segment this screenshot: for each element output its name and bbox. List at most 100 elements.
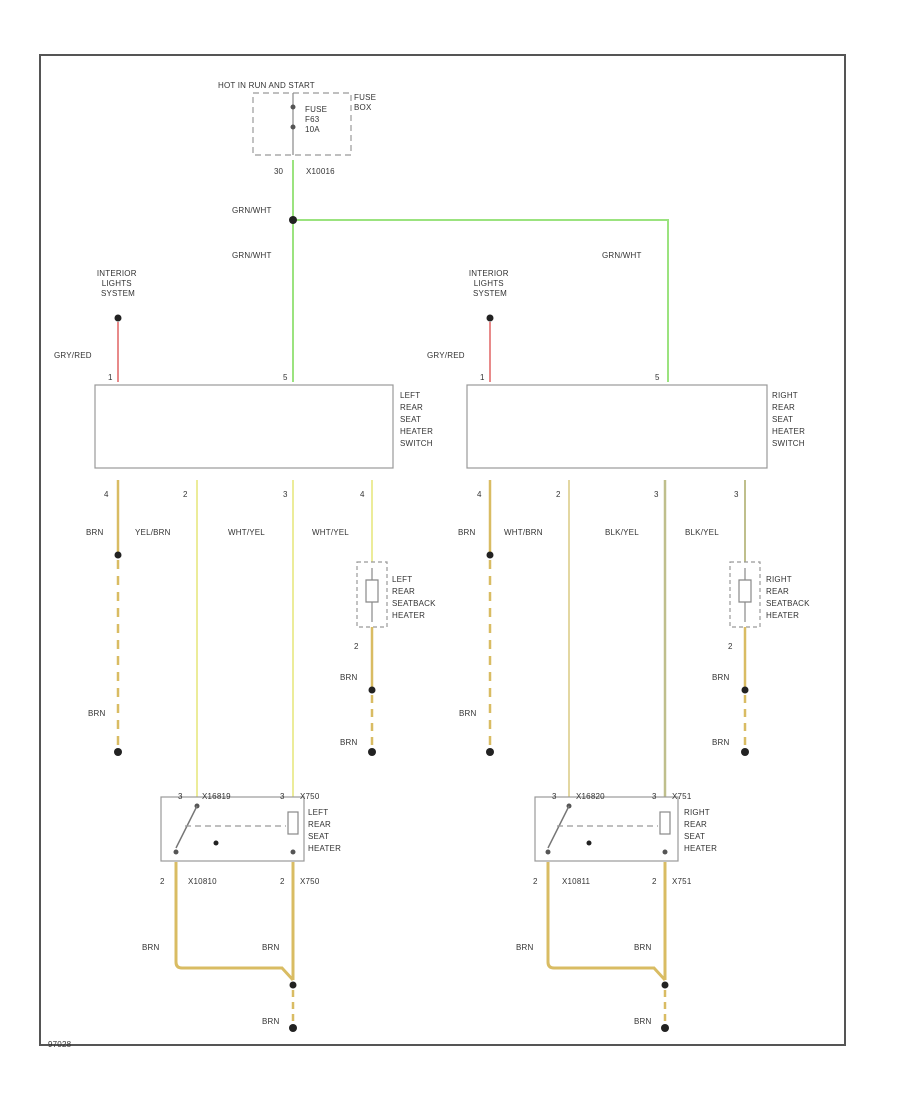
right-power-wire-label: GRN/WHT <box>602 251 642 260</box>
right-ground-splice <box>486 551 494 559</box>
left-ground-splice <box>114 551 122 559</box>
left-seatback-ground-point <box>368 748 376 756</box>
right-system-line2: LIGHTS <box>474 279 504 288</box>
right-seatback-wire1: BRN <box>712 673 730 682</box>
right-ground-wire-label: BRN <box>634 1017 652 1026</box>
left-switch-line1: LEFT <box>400 391 420 400</box>
left-heater-line2: REAR <box>308 820 331 829</box>
left-heater-line3: SEAT <box>308 832 329 841</box>
right-seatback-label: RIGHT REAR SEATBACK HEATER <box>766 575 812 620</box>
left-bottom-wire-right: BRN <box>262 943 280 952</box>
right-system-label: INTERIOR LIGHTS SYSTEM <box>469 269 511 298</box>
right-heater-line3: SEAT <box>684 832 705 841</box>
right-system-line3: SYSTEM <box>473 289 507 298</box>
fuse-panel-line2: BOX <box>354 103 372 112</box>
right-feed-pin: 1 <box>480 373 485 382</box>
left-heater-line1: LEFT <box>308 808 328 817</box>
left-heater-out-pin-b: 2 <box>280 877 285 886</box>
fuse-name-label: FUSE <box>305 105 327 114</box>
left-bottom-wire-left: BRN <box>142 943 160 952</box>
right-switch-line2: REAR <box>772 403 795 412</box>
fuse-box-outline <box>252 92 352 156</box>
left-heater-switch-icon <box>175 805 198 849</box>
left-seat-heater-box <box>160 796 305 862</box>
left-pin-d: 4 <box>360 490 365 499</box>
left-feed-pin: 1 <box>108 373 113 382</box>
wire-green-branch <box>293 219 669 382</box>
right-heater-out-pin-a: 2 <box>533 877 538 886</box>
left-heater-conn-b: X750 <box>300 792 320 801</box>
left-seatback-line4: HEATER <box>392 611 425 620</box>
left-heater-switch-pivot <box>173 849 179 855</box>
left-wire-label-b: YEL/BRN <box>135 528 171 537</box>
right-heater-pin-a: 3 <box>552 792 557 801</box>
left-power-wire-label: GRN/WHT <box>232 251 272 260</box>
splice-wire-label: GRN/WHT <box>232 206 272 215</box>
left-seatback-splice <box>368 686 376 694</box>
left-pin-b: 2 <box>183 490 188 499</box>
right-feed-wire-label: GRY/RED <box>427 351 465 360</box>
right-heater-conn-a: X16820 <box>576 792 605 801</box>
right-system-terminal <box>486 314 494 322</box>
fuse-rating-label: 10A <box>305 125 320 134</box>
left-circuit: INTERIOR LIGHTS SYSTEM GRY/RED 1 5 LEFT … <box>54 269 436 1032</box>
right-seatback-element-icon <box>738 568 752 622</box>
fuse-connector-label: X10016 <box>306 167 335 176</box>
left-switch-line2: REAR <box>400 403 423 412</box>
right-heater-switch-pivot <box>545 849 551 855</box>
right-switch-line3: SEAT <box>772 415 793 424</box>
left-pin-a: 4 <box>104 490 109 499</box>
left-switch-line3: SEAT <box>400 415 421 424</box>
right-ground-lower-label: BRN <box>459 709 477 718</box>
right-heater-out-pin-b: 2 <box>652 877 657 886</box>
right-heater-terminal-b <box>662 849 668 855</box>
left-seatback-wire1: BRN <box>340 673 358 682</box>
right-heater-line2: REAR <box>684 820 707 829</box>
left-heater-conn-a: X16819 <box>202 792 231 801</box>
fuse-pin-label: 30 <box>274 167 283 176</box>
splice-dot <box>289 216 297 224</box>
right-bottom-wire-right: BRN <box>634 943 652 952</box>
right-ground-point <box>486 748 494 756</box>
left-bottom-wire <box>174 862 295 982</box>
right-bottom-ground-point <box>661 1024 669 1032</box>
right-bottom-wire <box>546 862 667 982</box>
fuse-ref-label: F63 <box>305 115 320 124</box>
left-seatback-line2: REAR <box>392 587 415 596</box>
fuse-block: HOT IN RUN AND START FUSE F63 10A FUSE B… <box>218 81 376 176</box>
left-bottom-ground-point <box>289 1024 297 1032</box>
right-circuit: INTERIOR LIGHTS SYSTEM GRY/RED 1 5 RIGHT… <box>427 269 812 1032</box>
right-power-pin: 5 <box>655 373 660 382</box>
right-seatback-line1: RIGHT <box>766 575 792 584</box>
right-system-line1: INTERIOR <box>469 269 509 278</box>
right-heater-out-conn-b: X751 <box>672 877 692 886</box>
left-seatback-element-icon <box>365 568 379 622</box>
right-pin-b: 2 <box>556 490 561 499</box>
right-switch-line1: RIGHT <box>772 391 798 400</box>
left-wire-label-d: WHT/YEL <box>312 528 349 537</box>
right-switch-line5: SWITCH <box>772 439 805 448</box>
right-seatback-line3: SEATBACK <box>766 599 810 608</box>
left-feed-wire-label: GRY/RED <box>54 351 92 360</box>
left-switch-label: LEFT REAR SEAT HEATER SWITCH <box>400 391 436 448</box>
right-bottom-splice <box>661 981 669 989</box>
right-seatback-wire2: BRN <box>712 738 730 747</box>
right-seatback-line2: REAR <box>766 587 789 596</box>
left-heater-pin-b: 3 <box>280 792 285 801</box>
right-heater-label: RIGHT REAR SEAT HEATER <box>684 808 717 853</box>
right-switch-label: RIGHT REAR SEAT HEATER SWITCH <box>772 391 808 448</box>
left-heater-out-pin-a: 2 <box>160 877 165 886</box>
left-heater-terminal-b <box>290 849 296 855</box>
fuse-terminal-top <box>290 104 296 110</box>
fuse-panel-line1: FUSE <box>354 93 376 102</box>
right-seatback-ground-point <box>741 748 749 756</box>
left-system-label: INTERIOR LIGHTS SYSTEM <box>97 269 139 298</box>
left-seatback-line1: LEFT <box>392 575 412 584</box>
left-heater-label: LEFT REAR SEAT HEATER <box>308 808 341 853</box>
right-heater-line1: RIGHT <box>684 808 710 817</box>
left-power-pin: 5 <box>283 373 288 382</box>
right-seat-heater-box <box>534 796 679 862</box>
left-system-line2: LIGHTS <box>102 279 132 288</box>
right-pin-a: 4 <box>477 490 482 499</box>
